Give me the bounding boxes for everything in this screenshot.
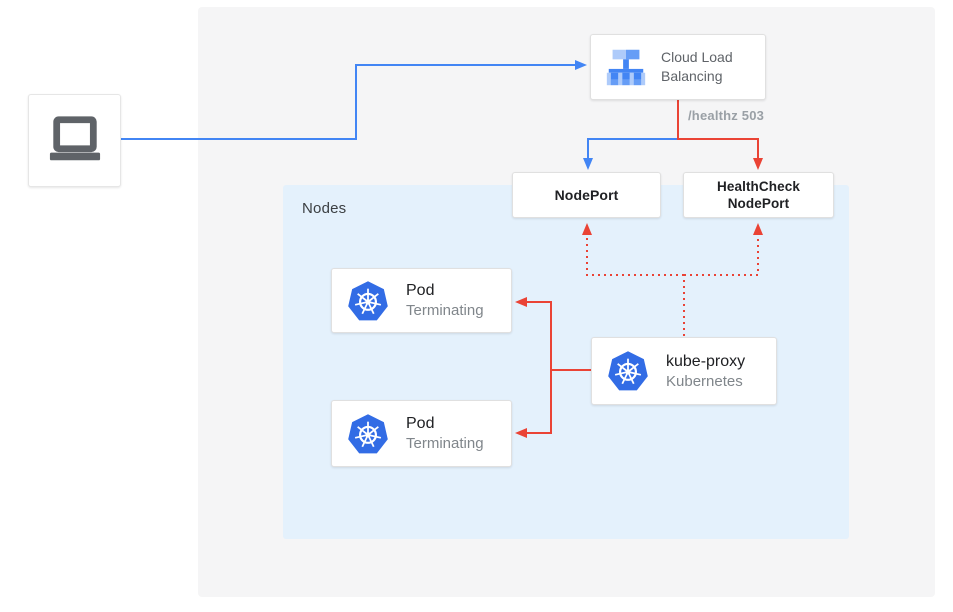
kube-proxy-subtitle: Kubernetes <box>666 372 743 390</box>
pod-1-node: Pod Terminating <box>331 268 512 333</box>
cloud-load-balancing-node: Cloud Load Balancing <box>590 34 766 100</box>
healthz-503-label: /healthz 503 <box>688 108 765 123</box>
pod-2-title: Pod <box>406 415 435 432</box>
kube-proxy-text: kube-proxy Kubernetes <box>666 351 745 392</box>
pod-2-node: Pod Terminating <box>331 400 512 467</box>
kubernetes-icon <box>608 351 648 391</box>
healthcheck-nodeport-node: HealthCheck NodePort <box>683 172 834 218</box>
nodes-group-label: Nodes <box>302 200 347 217</box>
pod-2-text: Pod Terminating <box>406 413 484 454</box>
pod-1-title: Pod <box>406 282 435 299</box>
client-node <box>28 94 121 187</box>
nodeport-label: NodePort <box>554 187 619 203</box>
kube-proxy-title: kube-proxy <box>666 352 746 370</box>
cloud-load-balancing-icon <box>606 49 646 86</box>
laptop-icon <box>49 115 100 160</box>
pod-2-status: Terminating <box>406 435 484 452</box>
healthcheck-label-line1: HealthCheck <box>717 179 800 194</box>
pod-1-text: Pod Terminating <box>406 280 484 321</box>
kubernetes-icon <box>348 280 388 320</box>
pod-1-status: Terminating <box>406 302 484 319</box>
nodeport-node: NodePort <box>512 172 661 218</box>
cloud-load-balancing-label-line1: Cloud Load <box>661 49 733 65</box>
healthcheck-nodeport-label: HealthCheck NodePort <box>717 178 800 212</box>
cloud-load-balancing-label: Cloud Load Balancing <box>661 48 733 86</box>
cloud-load-balancing-label-line2: Balancing <box>661 68 723 84</box>
kubernetes-icon <box>348 413 388 453</box>
kube-proxy-node: kube-proxy Kubernetes <box>591 337 777 405</box>
healthcheck-label-line2: NodePort <box>727 196 790 211</box>
